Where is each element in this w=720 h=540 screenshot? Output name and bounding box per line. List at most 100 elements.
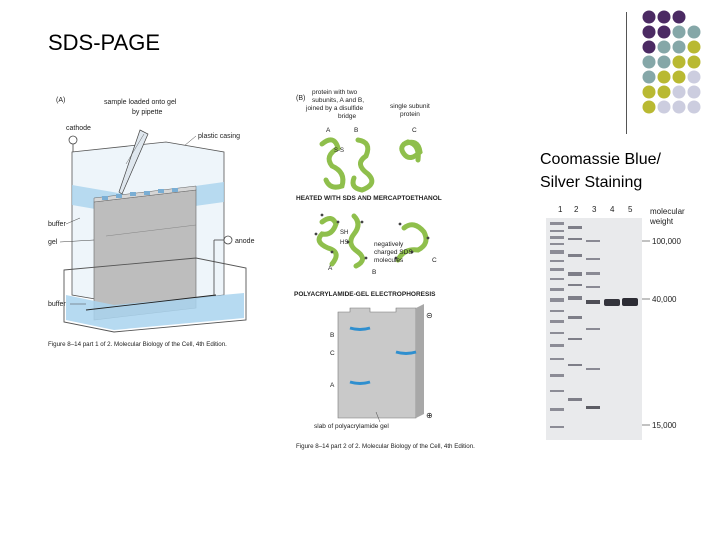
folded-proteins [319,137,423,193]
figure-b-caption: Figure 8–14 part 2 of 2. Molecular Biolo… [296,443,475,450]
sample-label-2: by pipette [132,109,162,116]
decorative-dot [672,40,686,54]
decorative-dot [642,25,656,39]
subunit-c-top: C [412,127,417,134]
pipette [118,129,149,195]
cathode-terminal [68,135,78,145]
decorative-dot [672,100,686,114]
panel-a-label: (A) [56,97,65,104]
protein-bands [349,326,417,385]
decorative-dot [672,85,686,99]
band-c-label: C [330,350,335,357]
decorative-dot [672,70,686,84]
decorative-dot [657,100,671,114]
decorative-dot [657,40,671,54]
figure-gel-apparatus: (A) sample loaded onto gel by pipette ca… [48,97,255,348]
figure-a-caption: Figure 8–14 part 1 of 2. Molecular Biolo… [48,341,227,348]
gel-label: gel [48,239,58,246]
anode-symbol: ⊕ [426,411,433,420]
step-electrophoresis-label: POLYACRYLAMIDE-GEL ELECTROPHORESIS [294,291,436,298]
neg-label-1: negatively [374,241,404,248]
decorative-dot [657,55,671,69]
protein-desc-2: subunits, A and B, [312,97,364,104]
mw-label-2: weight [649,217,674,226]
cathode-label: cathode [66,125,91,132]
casing-label: plastic casing [198,133,240,140]
decorative-dot [642,85,656,99]
single-desc-2: protein [400,111,420,118]
decorative-dot [687,55,701,69]
decorative-dot [672,25,686,39]
decorative-dot [657,10,671,24]
decorative-dot [642,10,656,24]
subunit-b-mid: B [372,269,376,276]
subunit-a-top: A [326,127,331,134]
decorative-dot [687,25,701,39]
stained-gel-photo: 1 2 3 4 5 molecular weight [546,205,685,440]
subtitle-line-1: Coomassie Blue/ [540,151,661,168]
lane-number-1: 1 [558,205,563,214]
decorative-dot [642,70,656,84]
decorative-dot [642,100,656,114]
anode-wire [85,294,217,311]
lane-number-4: 4 [610,205,615,214]
lower-buffer [66,293,244,330]
protein-desc-1: protein with two [312,89,358,96]
band-a-label: A [330,382,335,389]
mw-15k: 15,000 [652,421,677,430]
panel-b-label: (B) [296,95,305,102]
protein-desc-3: joined by a disulfide [305,105,363,112]
decorative-dot [657,25,671,39]
single-desc-1: single subunit [390,103,430,110]
decorative-dot-grid [642,10,701,114]
decorative-dot [642,55,656,69]
subunit-c-mid: C [432,257,437,264]
lane-number-3: 3 [592,205,597,214]
gel-wells [102,188,178,200]
buffer-bottom-label: buffer [48,301,66,308]
subunit-a-mid: A [328,265,333,272]
sh-label-2: HS [340,240,348,246]
mw-label-1: molecular [650,207,685,216]
subtitle-line-2: Silver Staining [540,174,643,191]
subunit-b-top: B [354,127,358,134]
decorative-dot [687,85,701,99]
unfolded-proteins [316,213,429,269]
cathode-symbol: ⊝ [426,311,433,320]
lower-tank [63,257,247,333]
buffer-top-label: buffer [48,221,66,228]
step-heat-label: HEATED WITH SDS AND MERCAPTOETHANOL [296,195,442,202]
neg-label-2: charged SDS [374,249,413,256]
sample-label: sample loaded onto gel [104,99,177,106]
title-divider [626,12,627,134]
decorative-dot [672,55,686,69]
mw-100k: 100,000 [652,237,681,246]
decorative-dot [687,70,701,84]
sh-label-1: SH [340,230,348,236]
decorative-dot [672,10,686,24]
gel-bands [550,222,638,428]
decorative-dot [657,70,671,84]
slide-title: SDS-PAGE [48,30,161,55]
lane-number-2: 2 [574,205,579,214]
band-b-label: B [330,332,334,339]
disulfide-label: S-S [334,148,344,154]
polyacrylamide-slab [337,307,417,419]
decorative-dot [687,100,701,114]
lane-number-5: 5 [628,205,633,214]
neg-label-3: molecules [374,257,404,264]
slab-label: slab of polyacrylamide gel [314,423,389,430]
figure-sds-process: (B) protein with two subunits, A and B, … [294,89,475,450]
sds-molecules [314,213,430,260]
anode-terminal [223,235,233,245]
mw-40k: 40,000 [652,295,677,304]
protein-desc-4: bridge [338,113,356,120]
anode-label: anode [235,238,255,245]
decorative-dot [642,40,656,54]
band-lane-4 [604,299,620,306]
lane-numbers: 1 2 3 4 5 [558,205,633,214]
band-lane-5 [622,298,638,306]
slide-subtitle: Coomassie Blue/ Silver Staining [540,148,710,194]
decorative-dot [657,85,671,99]
decorative-dot [687,40,701,54]
